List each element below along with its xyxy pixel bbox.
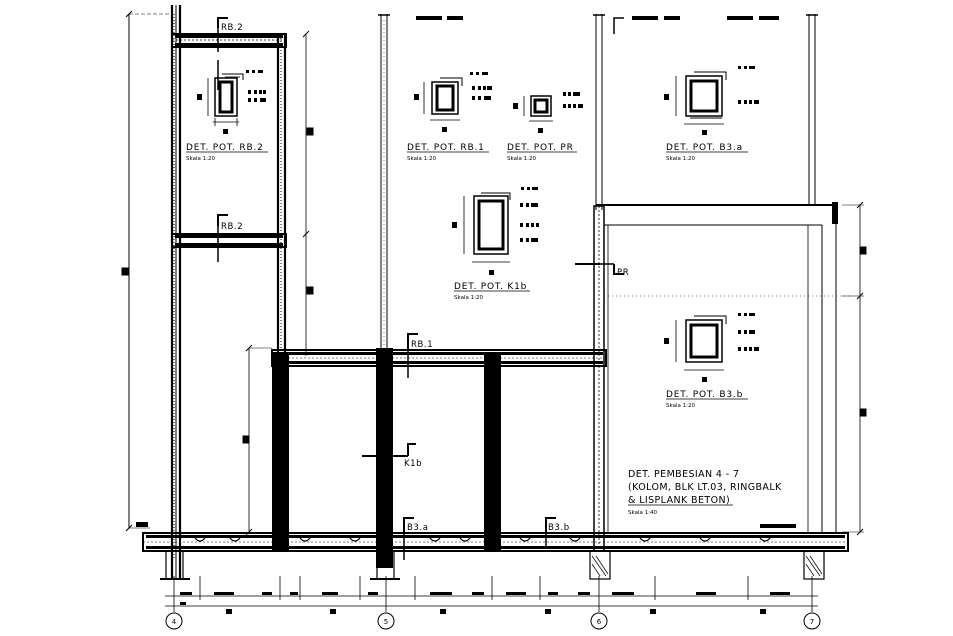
lower-columns (272, 348, 501, 568)
column-axis7-upper (806, 14, 818, 205)
footings (160, 550, 825, 580)
beam-rb1 (271, 349, 607, 367)
right-frame-beam (596, 202, 838, 532)
detail-rb1-title: DET. POT. RB.1 (407, 143, 485, 153)
section-marker-b3b (545, 517, 556, 548)
top-break-marks-5 (416, 16, 463, 20)
ring-beam-rb2-top (171, 33, 287, 48)
column-axis6-lower (593, 205, 605, 552)
section-label-rb1: RB.1 (411, 340, 433, 350)
left-frame-right-column (276, 34, 287, 360)
detail-rb1-scale: Skala 1:20 (407, 156, 436, 162)
top-break-marks-6 (632, 16, 779, 20)
section-marker-k1b (362, 443, 416, 457)
bottom-dimension-marks (180, 592, 790, 614)
detail-b3a-title: DET. POT. B3.a (666, 143, 743, 153)
main-note-line1: DET. PEMBESIAN 4 - 7 (628, 469, 740, 480)
section-marker-b3a (403, 517, 414, 560)
grid-axis-5: 5 (384, 618, 388, 626)
ground-beam-b3 (136, 522, 849, 552)
section-marker-pr (575, 263, 624, 275)
section-label-k1b: K1b (404, 459, 422, 469)
note-break-mark (760, 524, 796, 528)
section-label-b3a: B3.a (407, 523, 429, 533)
ground-beam-stirrups (194, 537, 771, 542)
section-label-rb2-top: RB.2 (221, 23, 243, 33)
left-dimension-line (121, 10, 172, 532)
section-marker-pr-top (613, 17, 624, 34)
detail-b3a-scale: Skala 1:20 (666, 156, 695, 162)
detail-pr-callouts (563, 92, 583, 108)
section-label-pr: PR (617, 268, 629, 278)
section-marker-rb1 (407, 333, 418, 378)
left-frame-dimension (302, 30, 314, 356)
lower-left-dimension (242, 344, 272, 536)
section-marker-rb2-top (217, 17, 228, 90)
right-dimension-line (842, 201, 867, 536)
section-label-b3b: B3.b (548, 523, 570, 533)
detail-k1b-section (452, 192, 511, 275)
detail-rb1-callouts (470, 72, 492, 100)
detail-pr-scale: Skala 1:20 (507, 156, 536, 162)
bottom-dimension-chain (165, 576, 818, 612)
detail-b3b-scale: Skala 1:20 (666, 403, 695, 409)
column-axis5-upper (378, 14, 390, 350)
detail-rb1-section (414, 77, 463, 132)
detail-b3b-section (664, 315, 727, 382)
detail-b3a-callouts (738, 66, 759, 104)
column-axis6-upper (593, 14, 605, 210)
section-label-rb2-mid: RB.2 (221, 222, 243, 232)
ring-beam-rb2-mid (171, 233, 287, 248)
detail-rb2-callouts (246, 70, 266, 102)
detail-b3b-callouts (738, 313, 759, 351)
detail-k1b-scale: Skala 1:20 (454, 295, 483, 301)
detail-rb2-title: DET. POT. RB.2 (186, 143, 264, 153)
main-note-line3: & LISPLANK BETON) (628, 495, 730, 506)
main-note-line2: (KOLOM, BLK LT.03, RINGBALK (628, 482, 782, 493)
detail-pr-title: DET. POT. PR (507, 143, 574, 153)
grid-axis-bubbles (165, 612, 821, 630)
detail-k1b-callouts (520, 187, 539, 242)
detail-rb2-scale: Skala 1:20 (186, 156, 215, 162)
main-note-scale: Skala 1:40 (628, 510, 657, 516)
grid-axis-6: 6 (597, 618, 602, 626)
grid-axis-7: 7 (810, 618, 814, 626)
detail-pr-section (513, 95, 553, 133)
section-marker-rb2-mid (217, 214, 228, 262)
detail-b3b-title: DET. POT. B3.b (666, 390, 743, 400)
detail-b3a-section (664, 71, 727, 135)
detail-rb2-section (197, 73, 244, 134)
detail-k1b-title: DET. POT. K1b (454, 282, 527, 292)
grid-axis-4: 4 (172, 618, 177, 626)
left-tall-column (170, 5, 182, 580)
